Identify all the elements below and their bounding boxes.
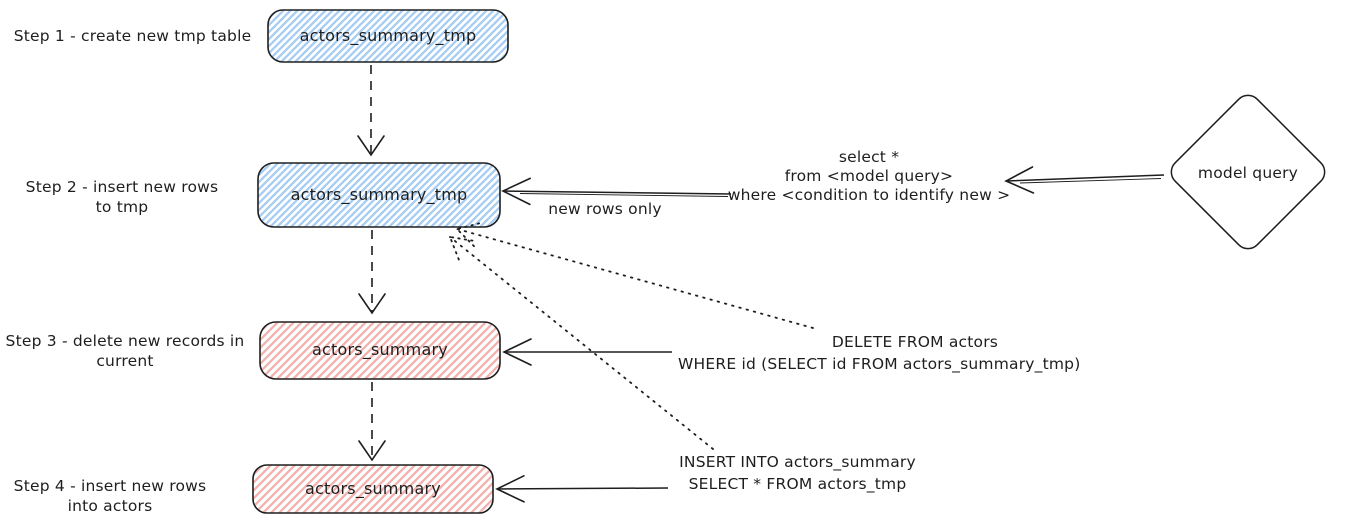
select-query-line3: where <condition to identify new >	[727, 186, 1011, 204]
arrow-model-query-to-select-overdraw	[1019, 178, 1162, 184]
step3-box-label: actors_summary	[312, 340, 448, 359]
step3-label-line2: current	[96, 352, 154, 370]
step4-label-line2: into actors	[67, 497, 153, 515]
arrow-insert-sql-to-step4-box	[495, 475, 669, 503]
arrow-select-to-step2-box	[501, 177, 732, 206]
step3-label-line1: Step 3 - delete new records in	[5, 332, 245, 350]
step2-label-line2: to tmp	[95, 198, 149, 216]
step4-box-label: actors_summary	[305, 479, 441, 498]
step4-label: Step 4 - insert new rows into actors	[5, 476, 215, 516]
step2-label-line1: Step 2 - insert new rows	[25, 178, 219, 196]
insert-sql-annotation: INSERT INTO actors_summary SELECT * FROM…	[660, 451, 935, 495]
model-query-diamond	[1170, 94, 1326, 250]
delete-sql-line1: DELETE FROM actors	[831, 333, 999, 351]
select-query-annotation: select * from <model query> where <condi…	[719, 148, 1019, 205]
step4-label-line1: Step 4 - insert new rows	[13, 477, 207, 495]
step1-tmp-table-box	[267, 9, 509, 63]
select-query-line2: from <model query>	[784, 167, 954, 185]
select-query-line1: select *	[838, 148, 900, 166]
step2-label: Step 2 - insert new rows to tmp	[22, 177, 222, 217]
dotted-arrow-delete-sql-to-tmp	[457, 229, 814, 329]
new-rows-only-label: new rows only	[548, 200, 662, 218]
step1-label: Step 1 - create new tmp table	[10, 26, 255, 46]
step3-current-table-box	[259, 321, 501, 380]
step1-box-label: actors_summary_tmp	[299, 26, 477, 45]
step3-label: Step 3 - delete new records in current	[5, 331, 245, 371]
insert-sql-line1: INSERT INTO actors_summary	[679, 453, 916, 471]
delete-sql-line2: WHERE id (SELECT id FROM actors_summary_…	[678, 355, 1081, 373]
arrow-select-to-step2-box-overdraw	[519, 193, 729, 197]
step2-box-label: actors_summary_tmp	[290, 185, 468, 204]
arrow-model-query-to-select	[1004, 166, 1165, 194]
insert-sql-line2: SELECT * FROM actors_tmp	[688, 475, 907, 493]
step1-label-line1: Step 1 - create new tmp table	[13, 27, 252, 45]
model-query-label: model query	[1197, 164, 1299, 182]
step4-current-table-box	[252, 464, 494, 514]
